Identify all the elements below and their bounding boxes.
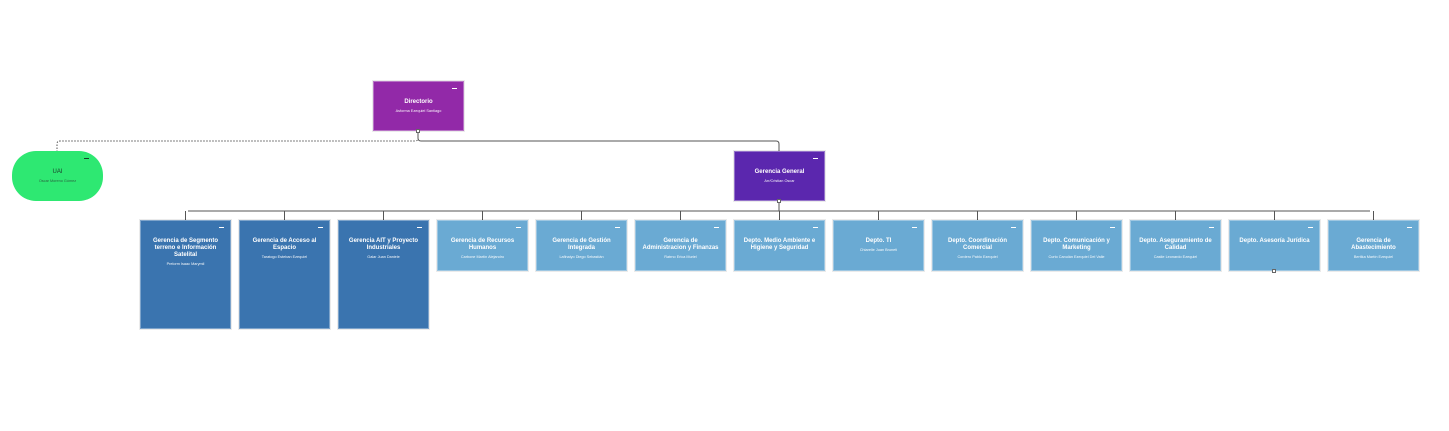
org-node-title: Gerencia de Gestión Integrada [552,238,611,251]
org-node-person: Arr/Cristian Oscar [764,179,795,183]
org-node-title: Depto. Medio Ambiente e Higiene y Seguri… [743,238,816,251]
org-node-person: Galar Juan Daniele [367,255,400,259]
org-node-person: Cordero Pablo Ezequiel [957,255,998,259]
org-node-person: Castle Leonardo Ezequiel [1153,255,1198,259]
org-node-person: Taratogo Esteban Ezequiel [261,255,308,259]
connector-handle-icon[interactable] [1272,269,1276,273]
org-node-title: Gerencia de Recursos Humanos [450,238,515,251]
minus-icon[interactable] [1407,227,1412,228]
org-node-title: Depto. Comunicación y Marketing [1043,238,1110,251]
org-node-c7[interactable]: Depto. Medio Ambiente e Higiene y Seguri… [734,220,825,271]
minus-icon[interactable] [318,227,323,228]
minus-icon[interactable] [417,227,422,228]
org-node-person: Bertika Martín Ezequiel [1353,255,1394,259]
minus-icon[interactable] [813,227,818,228]
org-node-person: Ratrno Erica Muriel [664,255,697,259]
org-node-title: Depto. Asesoría Jurídica [1239,238,1310,244]
org-node-title: UAI [52,169,63,175]
org-node-person: Chiarelle Juan Bruneti [859,248,898,252]
minus-icon[interactable] [1011,227,1016,228]
org-node-c12[interactable]: Depto. Asesoría Jurídica [1229,220,1320,271]
org-node-title: Gerencia General [754,169,805,175]
minus-icon[interactable] [452,88,457,89]
org-node-person: Oscar Moreno Gómez [38,179,77,183]
org-node-c8[interactable]: Depto. TI Chiarelle Juan Bruneti [833,220,924,271]
org-node-person: Curto Canulán Ezequiel Del Valle [1048,255,1105,259]
minus-icon[interactable] [714,227,719,228]
minus-icon[interactable] [912,227,917,228]
org-node-person: Asforma Ezequiel Santiago [395,109,442,113]
org-node-title: Directorio [404,99,433,105]
connector-direccion-gg [417,131,780,151]
org-node-title: Gerencia de Acceso al Espacio [252,238,317,251]
minus-icon[interactable] [615,227,620,228]
minus-icon[interactable] [1110,227,1115,228]
minus-icon[interactable] [516,227,521,228]
minus-icon[interactable] [219,227,224,228]
org-node-person: Carbone Martín Alejandro [460,255,505,259]
org-node-person: Lafinaiyo Diego Sebastián [559,255,604,259]
minus-icon[interactable] [1209,227,1214,228]
connector-handle-icon[interactable] [777,199,781,203]
org-node-title: Gerencia de Abastecimiento [1351,238,1396,251]
org-node-title: Gerencia de Administracion y Finanzas [642,238,719,251]
org-node-title: Depto. Coordinación Comercial [948,238,1007,251]
org-node-c1[interactable]: Gerencia de Segmento terreno e Informaci… [140,220,231,329]
org-node-title: Gerencia de Segmento terreno e Informaci… [152,238,219,258]
connector-direccion-uai [56,131,419,151]
minus-icon[interactable] [1308,227,1313,228]
org-node-person: Prelorm Isaac Marymil [166,262,205,266]
org-node-title: Depto. TI [865,238,892,244]
org-node-title: Depto. Aseguramiento de Calidad [1139,238,1212,251]
org-node-title: Gerencia AIT y Proyecto Industriales [348,238,419,251]
minus-icon[interactable] [813,158,818,159]
connector-handle-icon[interactable] [416,129,420,133]
org-node-uai[interactable]: UAI Oscar Moreno Gómez [12,151,103,201]
minus-icon[interactable] [84,158,89,159]
